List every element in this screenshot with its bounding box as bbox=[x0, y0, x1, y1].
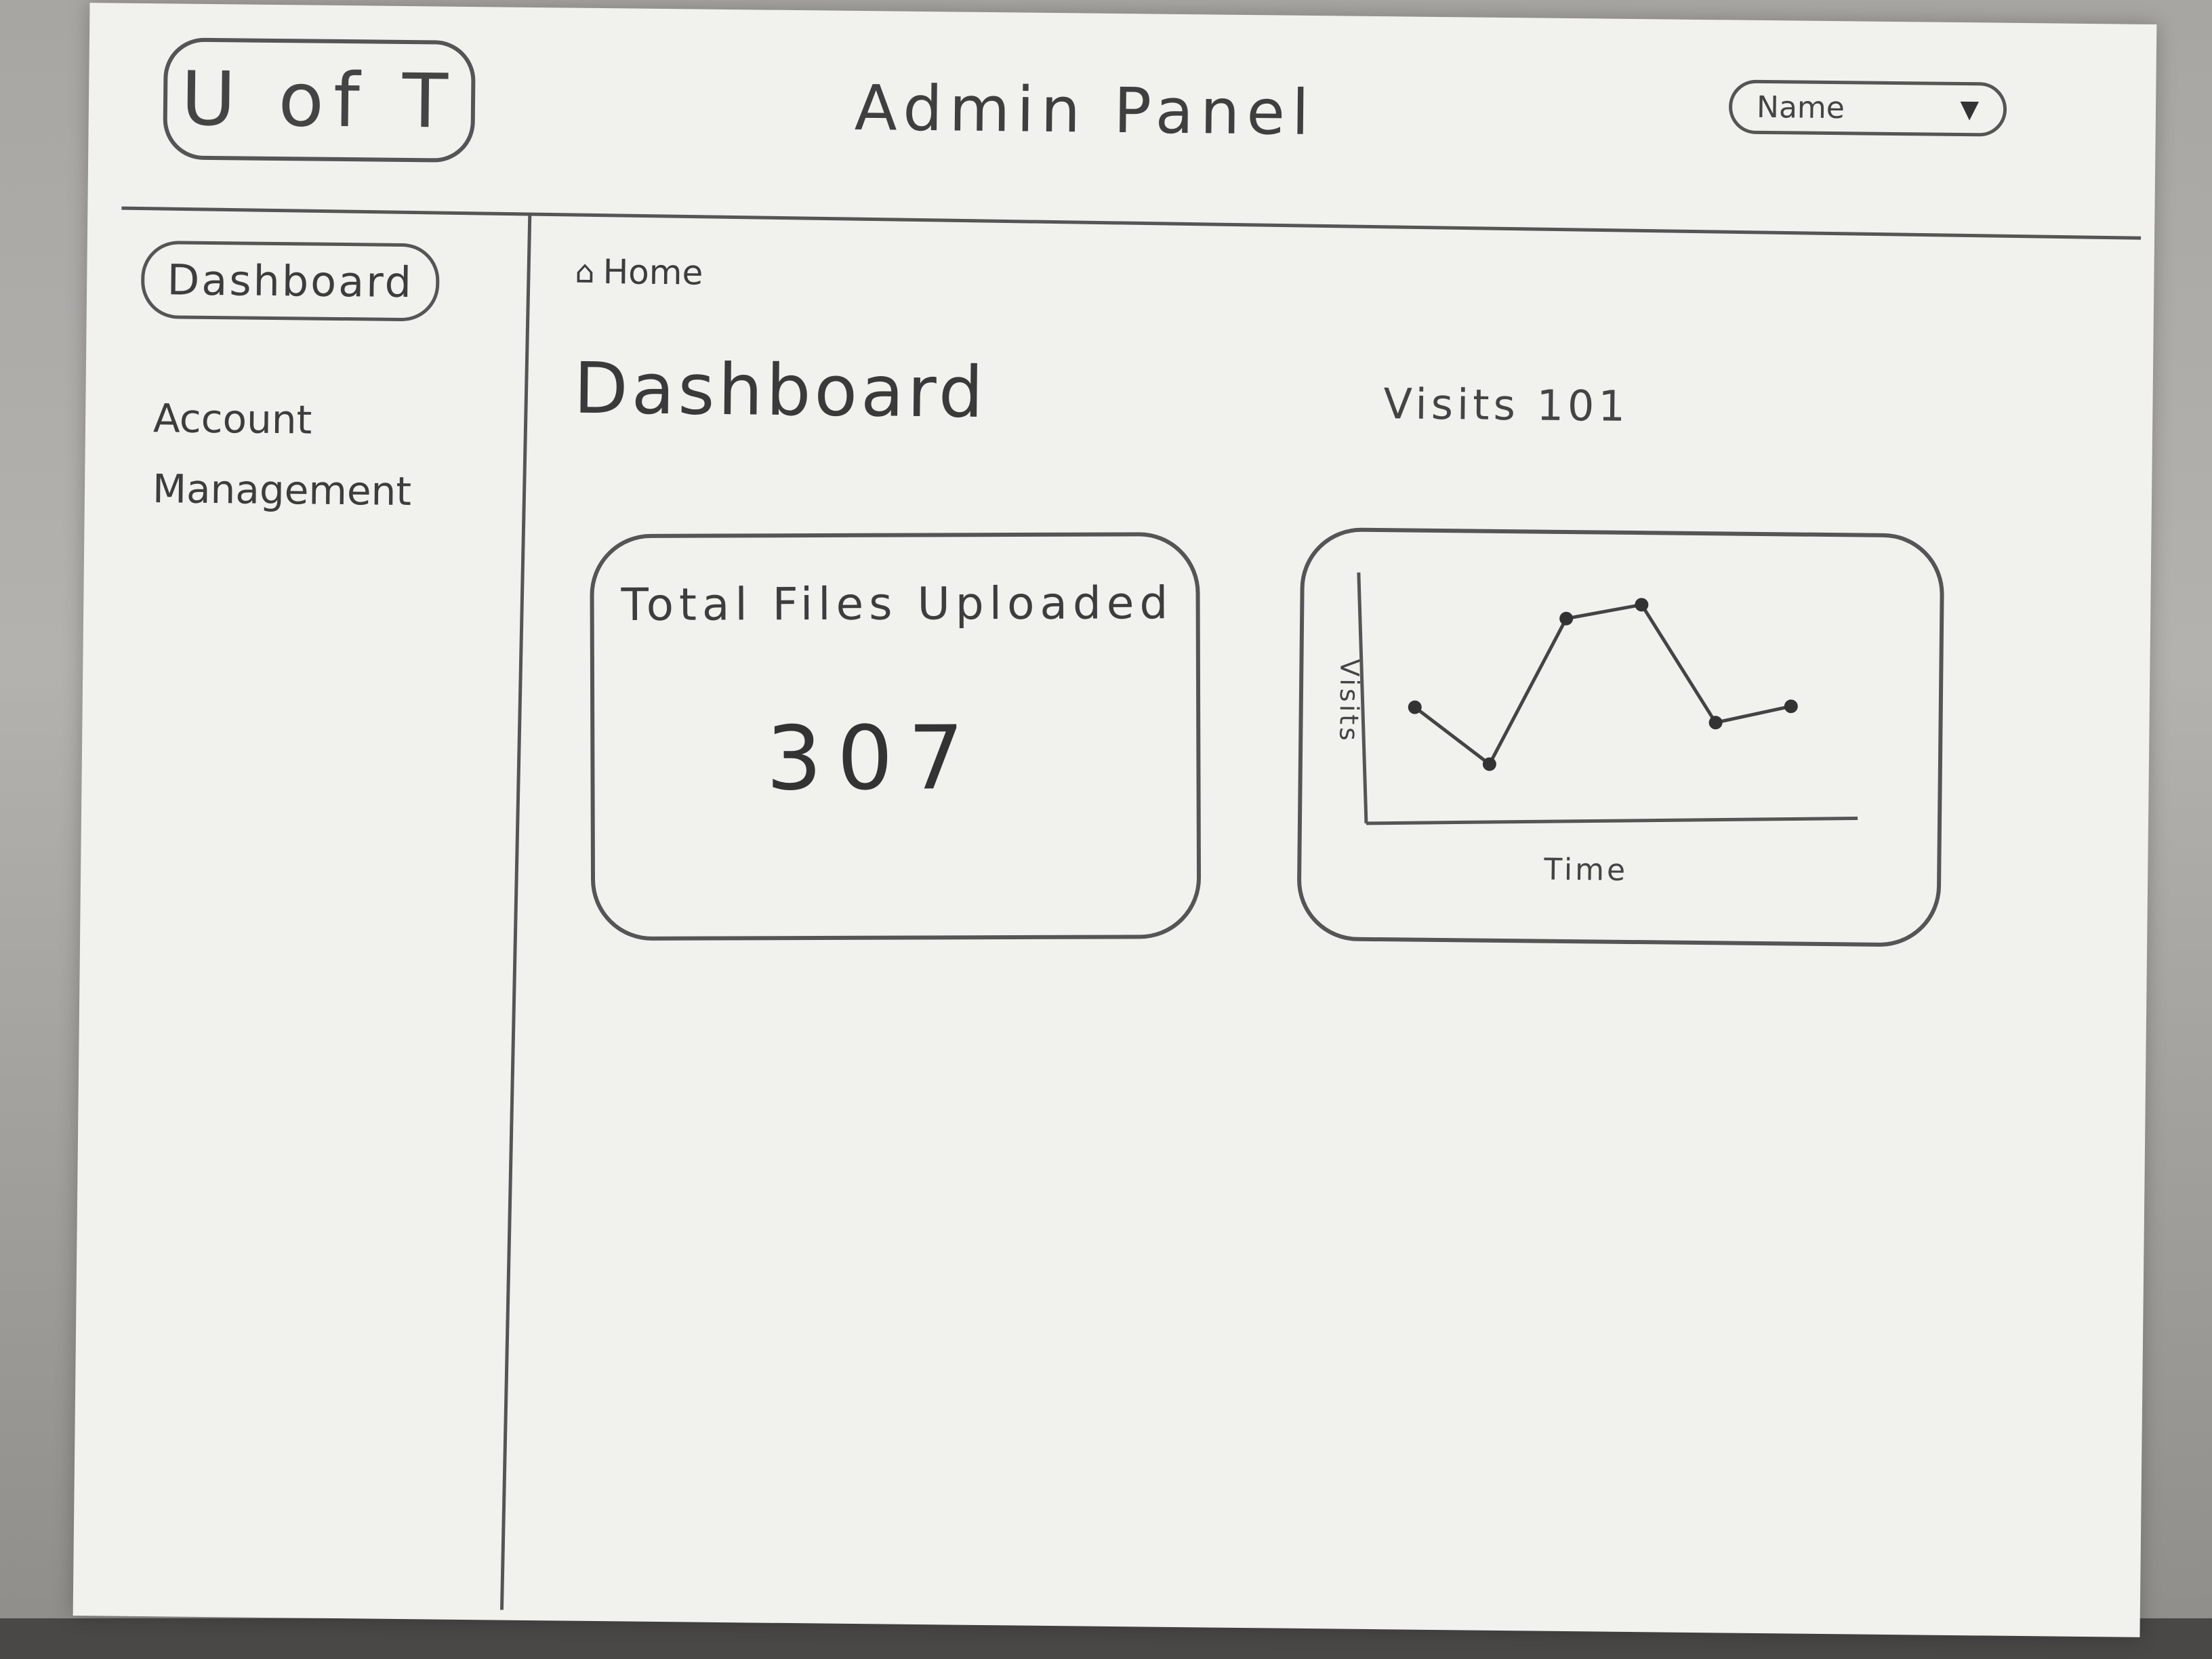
sidebar-item-account-management[interactable]: Account Management bbox=[152, 383, 478, 527]
files-uploaded-card: Total Files Uploaded 307 bbox=[590, 532, 1202, 941]
y-axis bbox=[1357, 572, 1368, 823]
x-axis bbox=[1366, 816, 1858, 825]
sidebar-item-label: Dashboard bbox=[167, 255, 414, 308]
data-point bbox=[1482, 757, 1496, 771]
data-point bbox=[1708, 716, 1723, 730]
sidebar-item-label: Account Management bbox=[152, 395, 412, 515]
files-card-title: Total Files Uploaded bbox=[621, 577, 1174, 632]
user-menu-label: Name bbox=[1756, 89, 1845, 125]
visits-chart-card: Visits Time bbox=[1296, 527, 1945, 947]
x-axis-label: Time bbox=[1543, 853, 1628, 888]
breadcrumb-home[interactable]: Home bbox=[602, 252, 703, 293]
logo-text: U of T bbox=[180, 55, 458, 145]
user-menu-dropdown[interactable]: Name ▼ bbox=[1728, 79, 2007, 137]
breadcrumb[interactable]: ⌂ Home bbox=[575, 252, 703, 293]
y-axis-label: Visits bbox=[1334, 659, 1364, 743]
data-point bbox=[1559, 611, 1574, 626]
sidebar-divider bbox=[499, 213, 532, 1610]
header-divider bbox=[121, 206, 2142, 240]
data-point bbox=[1635, 598, 1649, 612]
logo[interactable]: U of T bbox=[163, 37, 476, 163]
visits-series-line bbox=[1414, 602, 1792, 767]
caret-down-icon: ▼ bbox=[1960, 95, 1980, 123]
home-icon: ⌂ bbox=[575, 253, 595, 290]
sidebar-item-dashboard[interactable]: Dashboard bbox=[140, 240, 440, 322]
visits-line-chart: Visits Time bbox=[1334, 572, 1858, 888]
wireframe-sheet: U of T Admin Panel Name ▼ Dashboard Acco… bbox=[73, 3, 2157, 1637]
files-card-value: 307 bbox=[766, 706, 979, 811]
data-point bbox=[1784, 699, 1798, 714]
page-title: Dashboard bbox=[573, 346, 987, 434]
visits-summary: Visits 101 bbox=[1383, 379, 1630, 431]
app-title: Admin Panel bbox=[854, 71, 1317, 150]
data-point bbox=[1408, 700, 1422, 714]
